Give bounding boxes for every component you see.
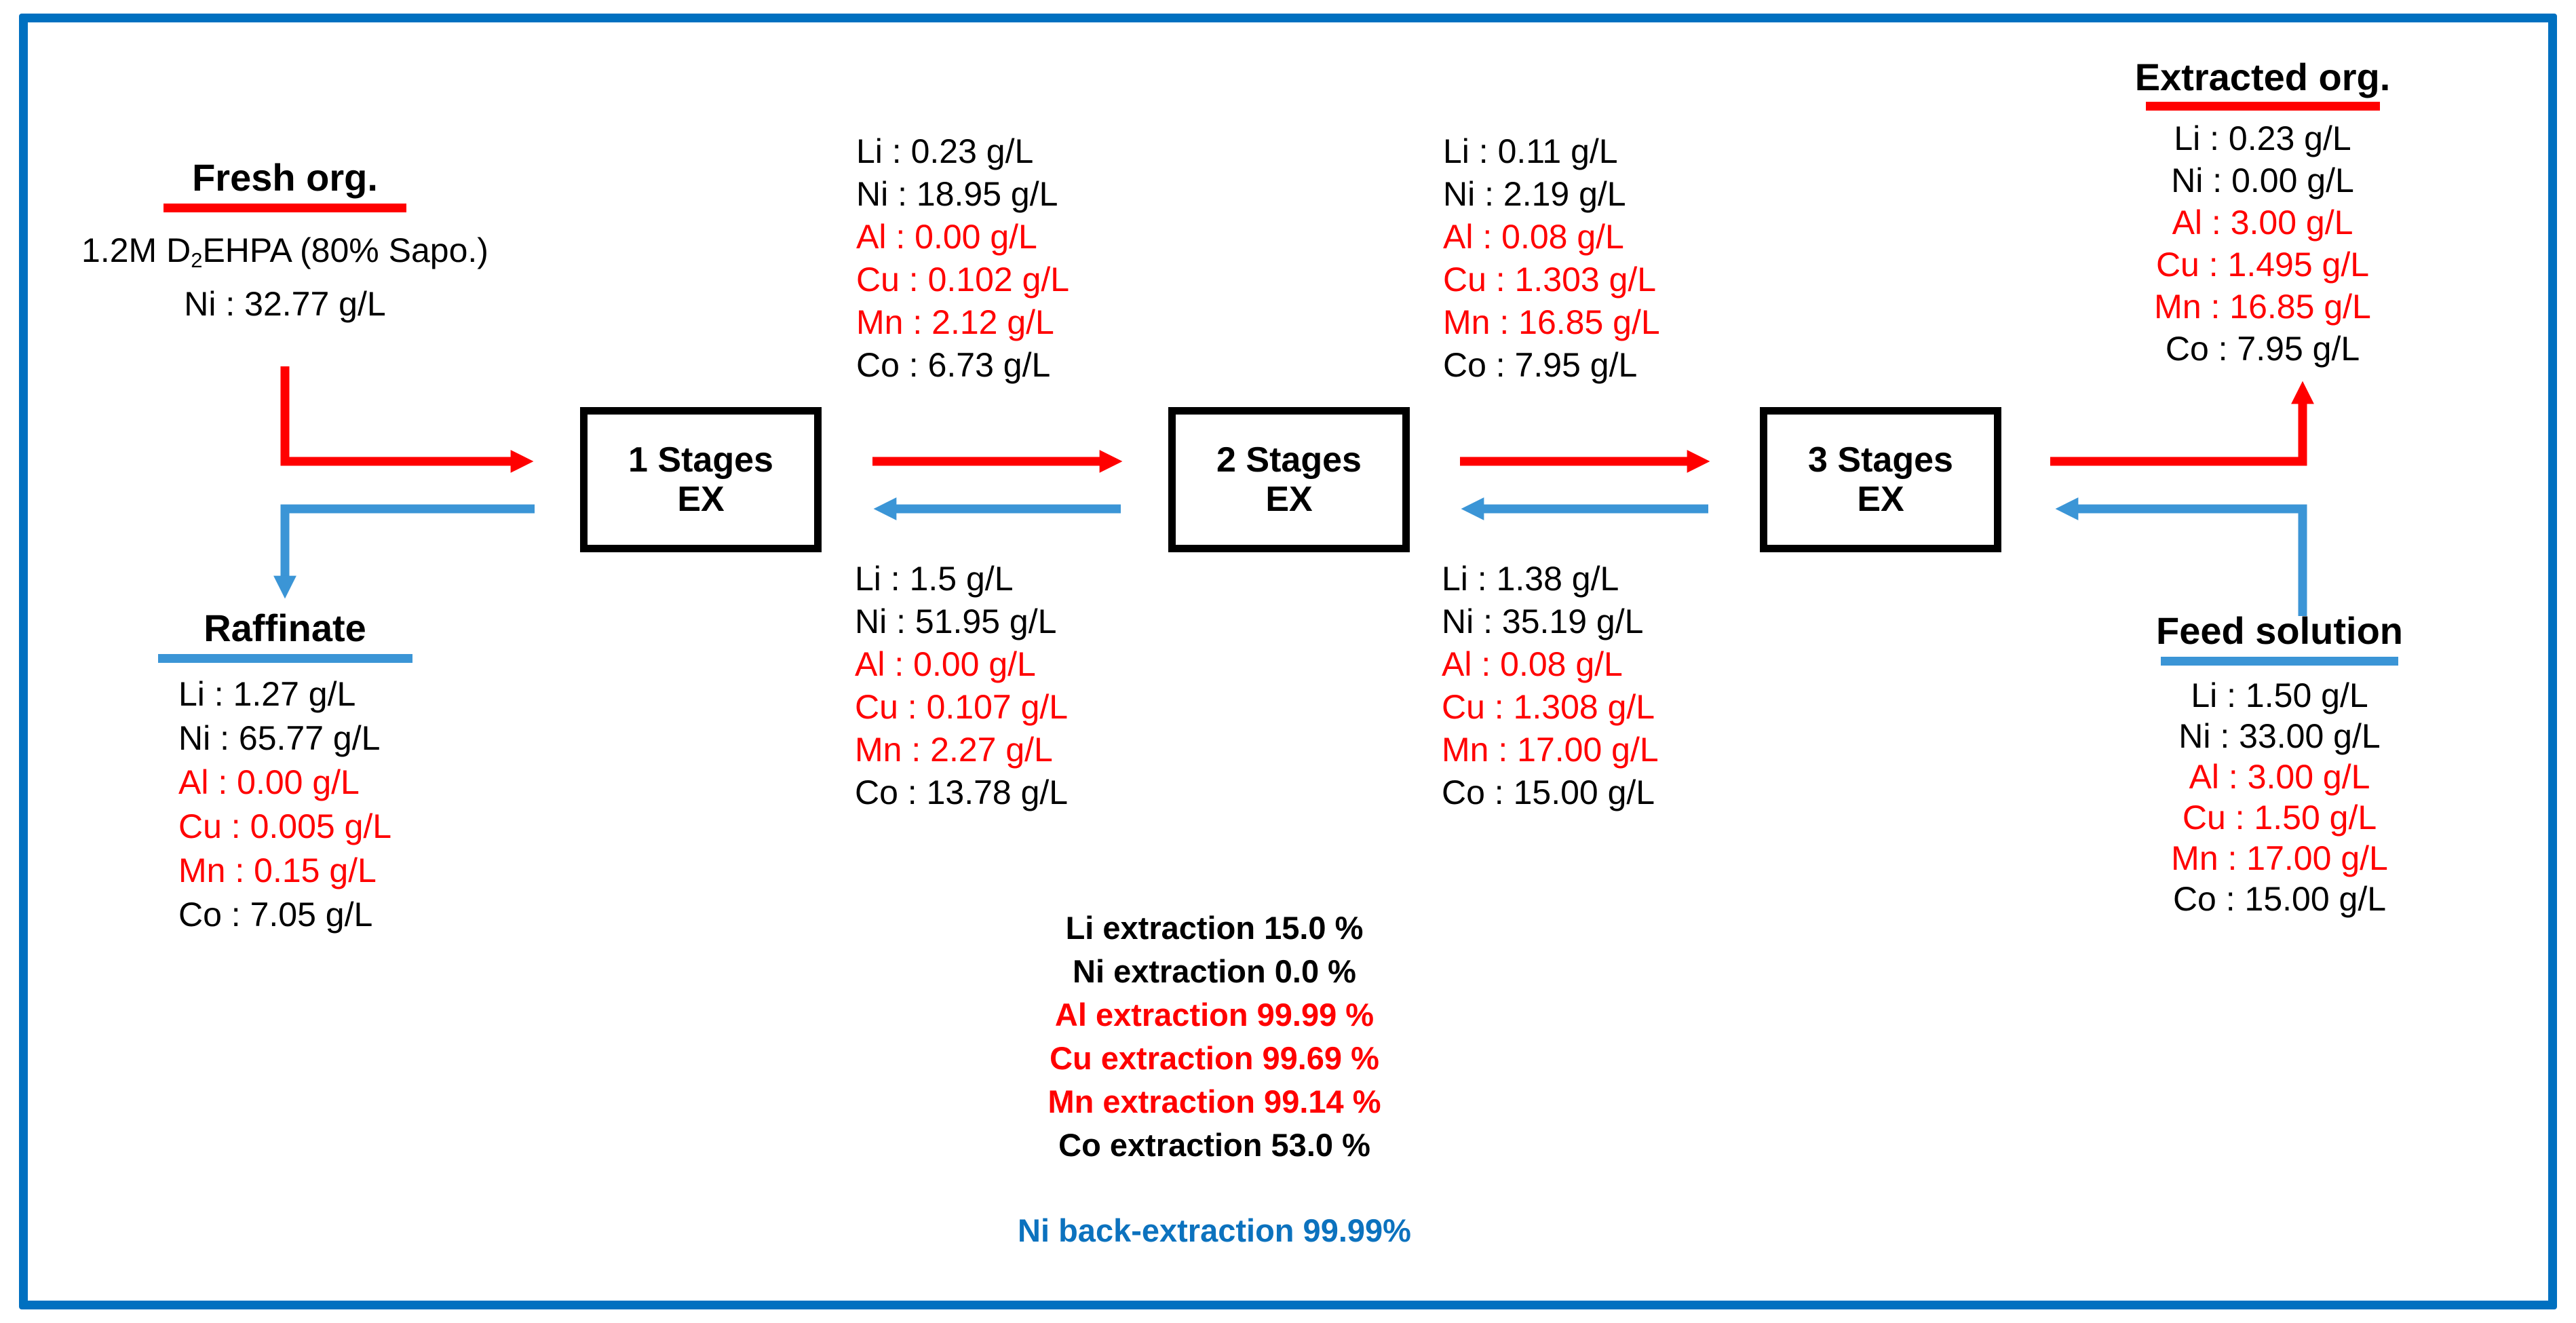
value-line: Li : 1.38 g/L [1442,560,1619,598]
raffinate-underline [157,654,412,663]
value-line: Al : 0.08 g/L [1442,645,1623,683]
value-line: Cu : 0.107 g/L [855,688,1069,726]
value-line: Mn : 2.12 g/L [856,303,1054,341]
value-line: Cu : 0.005 g/L [178,807,392,845]
value-line: Ni : 2.19 g/L [1443,175,1626,213]
aqueous-1-2-composition: Li : 1.5 g/L Ni : 51.95 g/L Al : 0.00 g/… [855,558,1068,814]
value-line: Co : 7.95 g/L [1443,346,1638,384]
diagram-border-frame [19,14,2557,1309]
value-line: Co : 15.00 g/L [2172,880,2387,918]
fresh-org-ni-line: Ni : 32.77 g/L [184,284,386,323]
extraction-line: Co extraction 53.0 % [1058,1127,1370,1163]
extraction-line: Ni extraction 0.0 % [1073,953,1356,989]
value-line: Ni : 0.00 g/L [2171,161,2354,199]
stage-box-label-line1: 2 Stages [1216,440,1362,480]
value-line: Al : 0.00 g/L [855,645,1036,683]
value-line: Mn : 17.00 g/L [1442,731,1659,769]
fresh-org-reagent-line: 1.2M D2EHPA (80% Sapo.) [81,231,488,272]
raffinate-title: Raffinate [204,607,366,649]
value-line: Li : 1.27 g/L [178,675,356,713]
fresh-org-to-stage1-arrow [280,366,534,473]
value-line: Cu : 1.50 g/L [2182,799,2377,837]
stage3-to-extracted-org-arrow [2050,381,2314,466]
extraction-line: Al extraction 99.99 % [1054,997,1374,1033]
extracted-org-lines: Li : 0.23 g/L Ni : 0.00 g/L Al : 3.00 g/… [2086,117,2439,370]
feed-solution-to-stage3-arrow [2055,497,2307,616]
raffinate-lines: Li : 1.27 g/L Ni : 65.77 g/L Al : 0.00 g… [115,672,455,937]
feed-solution-title: Feed solution [2156,609,2403,652]
fresh-org-lines: 1.2M D2EHPA (80% Sapo.) Ni : 32.77 g/L [81,229,488,326]
stage-2-ex-box: 2 Stages EX [1168,407,1410,552]
value-line: Ni : 35.19 g/L [1442,602,1644,640]
value-line: Li : 1.50 g/L [2191,676,2368,714]
value-line: Co : 6.73 g/L [856,346,1051,384]
value-line: Li : 0.23 g/L [856,132,1034,170]
stage-box-label-line2: EX [677,480,725,519]
raffinate-block: Raffinate Li : 1.27 g/L Ni : 65.77 g/L A… [115,608,455,937]
value-line: Ni : 65.77 g/L [178,719,381,757]
stage-1-ex-box: 1 Stages EX [580,407,822,552]
extracted-org-underline [2145,102,2380,111]
fresh-org-title: Fresh org. [192,156,378,199]
stage-3-ex-box: 3 Stages EX [1760,407,2001,552]
value-line: Ni : 33.00 g/L [2178,717,2381,755]
value-line: Cu : 0.102 g/L [856,261,1070,299]
extracted-org-block: Extracted org. Li : 0.23 g/L Ni : 0.00 g… [2086,57,2439,370]
extraction-line: Cu extraction 99.69 % [1050,1040,1379,1076]
stage-box-label-line1: 1 Stages [628,440,773,480]
value-line: Al : 3.00 g/L [2189,758,2370,796]
value-line: Cu : 1.495 g/L [2155,246,2370,284]
extracted-org-title: Extracted org. [2134,56,2391,98]
value-line: Co : 15.00 g/L [1442,773,1655,811]
value-line: Al : 0.00 g/L [856,218,1037,256]
extraction-line: Li extraction 15.0 % [1065,910,1364,946]
extraction-summary: Li extraction 15.0 % Ni extraction 0.0 %… [977,906,1452,1167]
value-line: Ni : 51.95 g/L [855,602,1057,640]
value-line: Co : 13.78 g/L [855,773,1069,811]
organic-2-3-composition: Li : 0.11 g/L Ni : 2.19 g/L Al : 0.08 g/… [1443,130,1660,387]
value-line: Mn : 2.27 g/L [855,731,1053,769]
stage-box-label-line1: 3 Stages [1808,440,1953,480]
value-line: Cu : 1.308 g/L [1442,688,1655,726]
value-line: Li : 1.5 g/L [855,560,1014,598]
value-line: Al : 0.00 g/L [178,763,360,801]
value-line: Cu : 1.303 g/L [1443,261,1657,299]
fresh-org-underline [164,204,406,212]
feed-solution-underline [2161,657,2398,666]
extraction-line: Mn extraction 99.14 % [1047,1084,1381,1119]
stage-box-label-line2: EX [1857,480,1904,519]
value-line: Mn : 0.15 g/L [178,851,377,889]
fresh-org-block: Fresh org. 1.2M D2EHPA (80% Sapo.) Ni : … [81,157,488,326]
value-line: Al : 3.00 g/L [2172,204,2353,242]
feed-solution-lines: Li : 1.50 g/L Ni : 33.00 g/L Al : 3.00 g… [2103,675,2456,919]
stage-box-label-line2: EX [1265,480,1313,519]
aqueous-2-3-composition: Li : 1.38 g/L Ni : 35.19 g/L Al : 0.08 g… [1442,558,1659,814]
organic-1-2-composition: Li : 0.23 g/L Ni : 18.95 g/L Al : 0.00 g… [856,130,1069,387]
stage1-to-raffinate-arrow [273,504,535,599]
value-line: Co : 7.95 g/L [2165,330,2360,368]
feed-solution-block: Feed solution Li : 1.50 g/L Ni : 33.00 g… [2103,611,2456,919]
value-line: Mn : 16.85 g/L [1443,303,1660,341]
ni-back-extraction-note: Ni back-extraction 99.99% [1018,1212,1411,1248]
value-line: Li : 0.11 g/L [1443,132,1618,170]
value-line: Ni : 18.95 g/L [856,175,1058,213]
value-line: Al : 0.08 g/L [1443,218,1624,256]
value-line: Mn : 16.85 g/L [2154,288,2371,326]
value-line: Co : 7.05 g/L [178,896,373,934]
value-line: Li : 0.23 g/L [2174,119,2351,157]
value-line: Mn : 17.00 g/L [2171,839,2388,877]
